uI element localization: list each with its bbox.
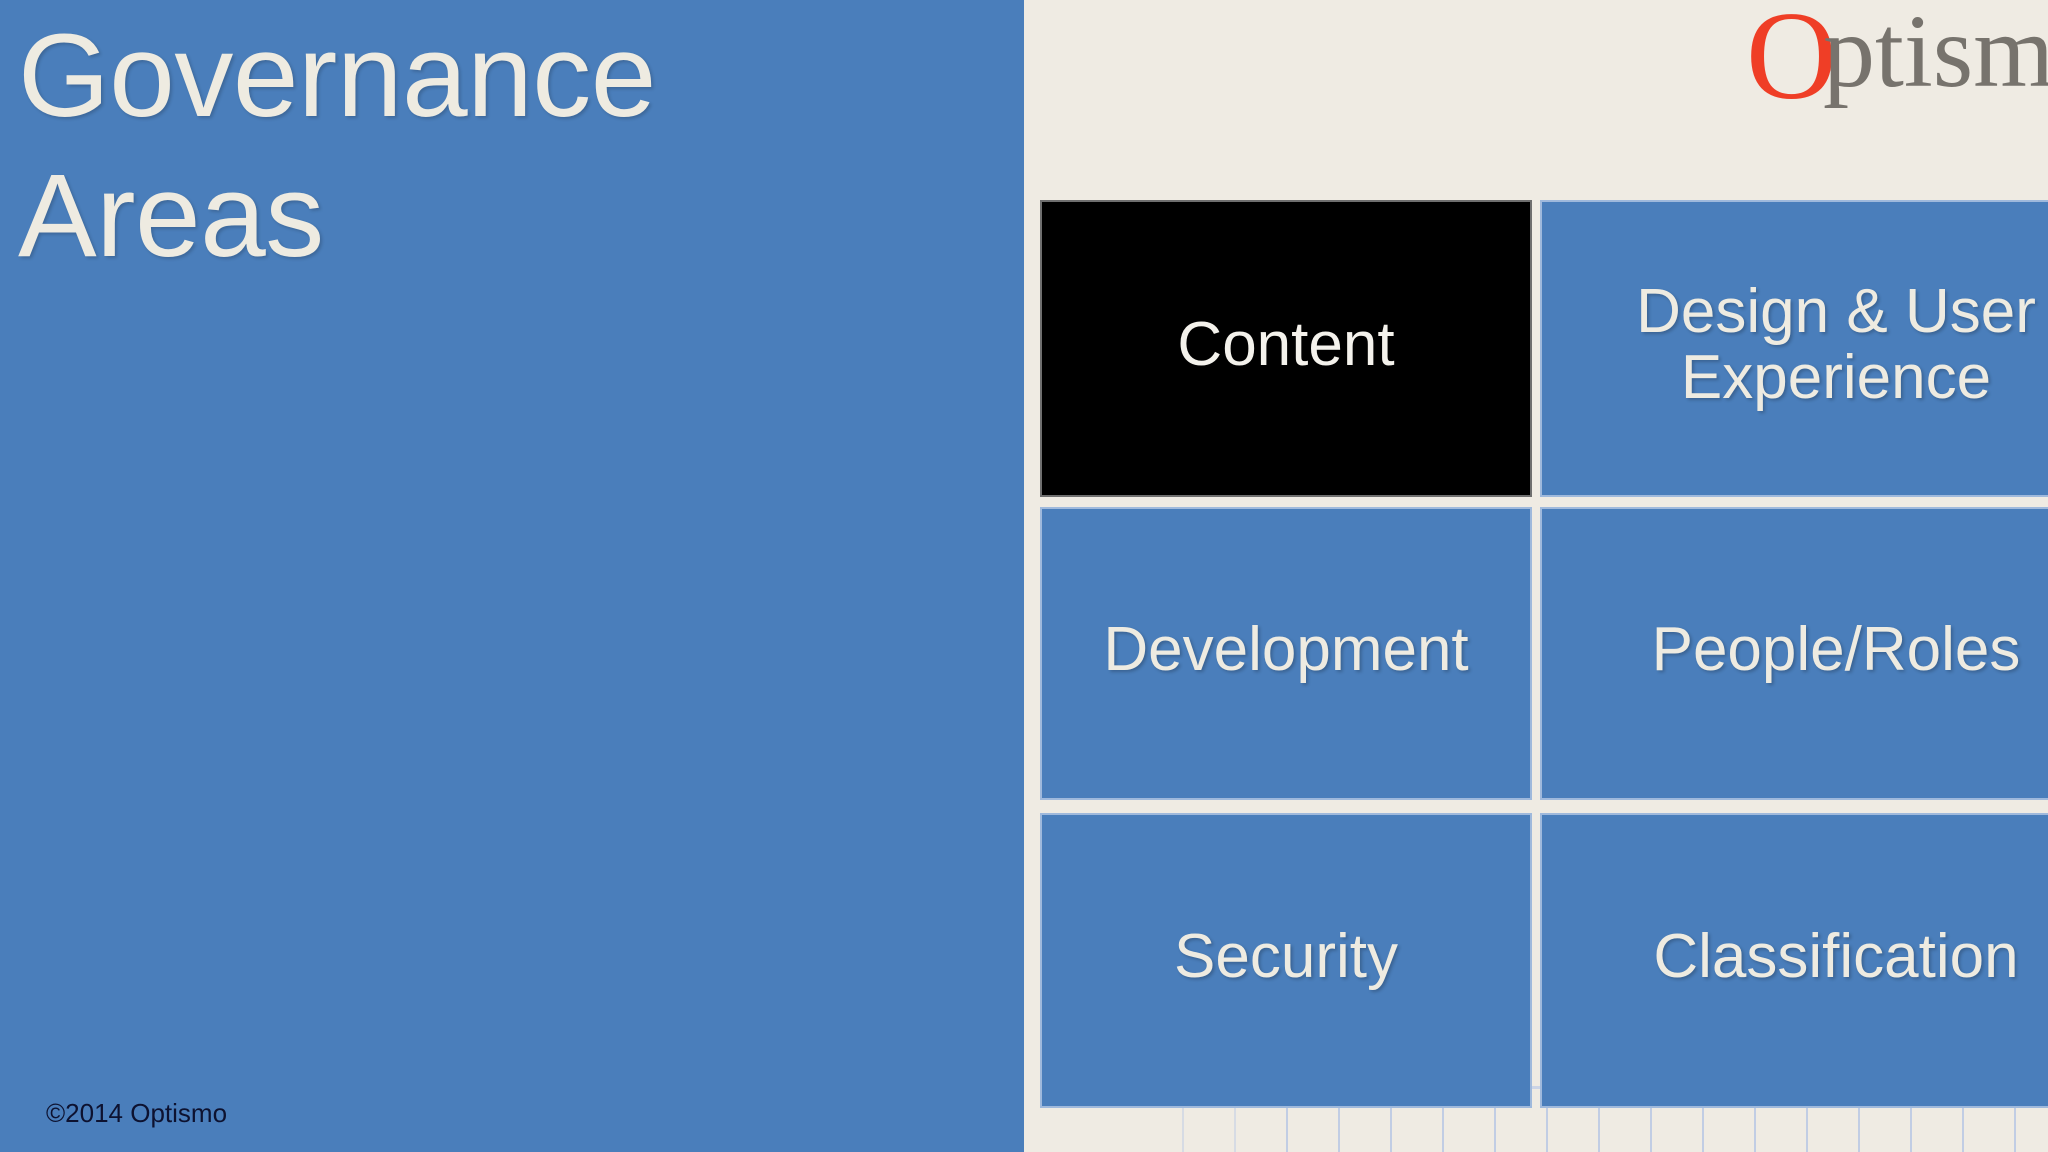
governance-box-label: Content xyxy=(1177,309,1395,379)
governance-box-label: People/Roles xyxy=(1651,614,2021,684)
governance-box-label: Security xyxy=(1174,921,1398,991)
page-title: Governance Areas xyxy=(18,10,656,283)
logo-wordmark: ptismo xyxy=(1823,0,2048,109)
title-panel: Governance Areas ©2014 Optismo xyxy=(0,0,1024,1152)
governance-box-content[interactable]: Content xyxy=(1040,200,1532,497)
governance-box-label: Design & User Experience xyxy=(1636,277,2036,412)
governance-box-security[interactable]: Security xyxy=(1040,813,1532,1108)
logo-initial-o: O xyxy=(1746,0,1837,126)
content-panel: Optismo Content Design & User Experience… xyxy=(1024,0,2048,1152)
governance-box-design-user-experience[interactable]: Design & User Experience xyxy=(1540,200,2048,497)
governance-box-label: Development xyxy=(1103,614,1469,684)
optismo-logo: Optismo xyxy=(1746,0,2048,120)
governance-areas-grid: Content Design & User Experience Develop… xyxy=(1040,200,2048,1108)
copyright-notice: ©2014 Optismo xyxy=(46,1098,228,1128)
governance-box-classification[interactable]: Classification xyxy=(1540,813,2048,1108)
governance-box-people-roles[interactable]: People/Roles xyxy=(1540,507,2048,800)
governance-box-label: Classification xyxy=(1653,921,2019,991)
governance-box-development[interactable]: Development xyxy=(1040,507,1532,800)
